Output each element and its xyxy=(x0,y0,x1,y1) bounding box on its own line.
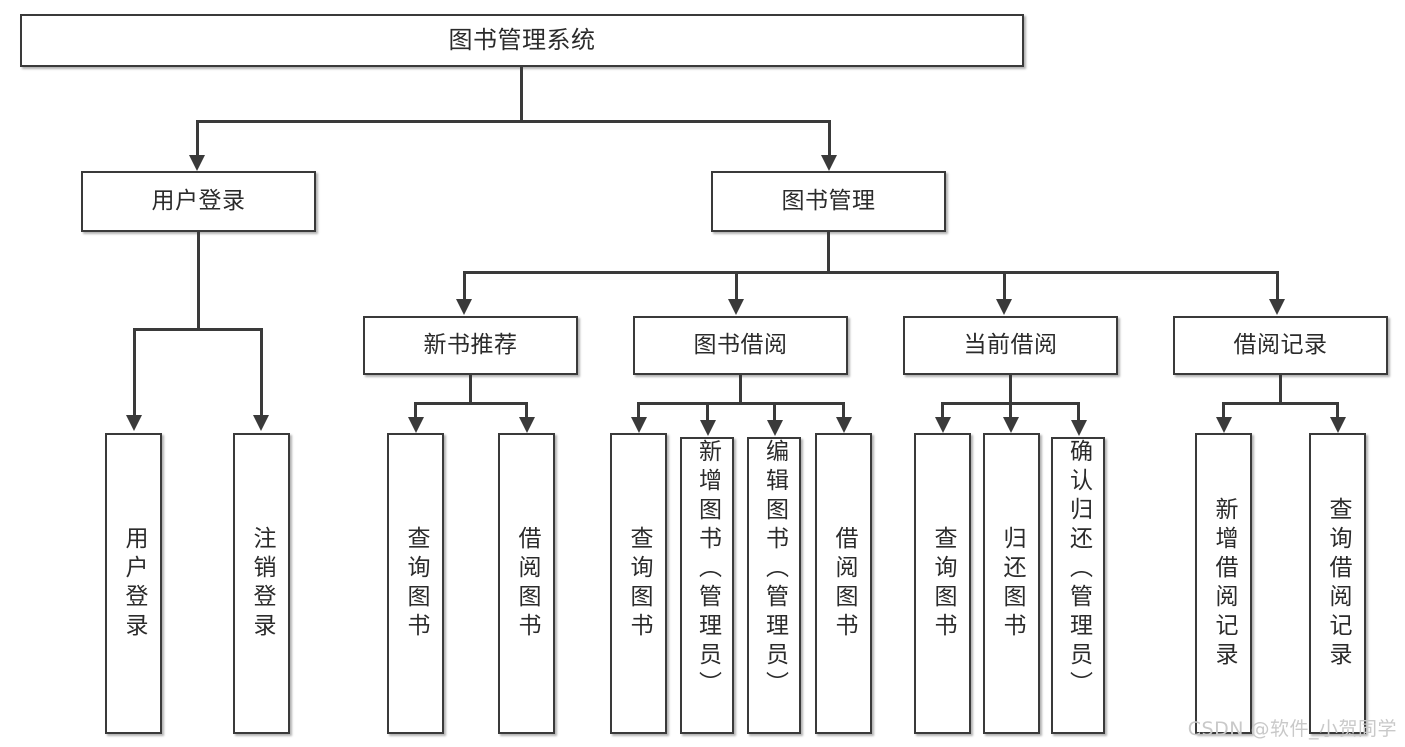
arrowhead-book-borrow xyxy=(728,299,744,315)
arrowhead-leaf-logout xyxy=(253,415,269,431)
node-leaf-edit-book[interactable]: 编辑图书（管理员） xyxy=(747,437,801,734)
arrowhead-query-record xyxy=(1330,417,1346,433)
arrowhead-user-login xyxy=(189,155,205,171)
node-book-borrow[interactable]: 图书借阅 xyxy=(633,316,848,375)
arrowhead-leaf-user-login xyxy=(126,415,142,431)
connector-drop-new-book-rec xyxy=(463,271,466,300)
connector-new-book-rec-stem xyxy=(469,375,472,404)
node-label: 查询图书 xyxy=(930,525,956,642)
node-user-login[interactable]: 用户登录 xyxy=(81,171,316,232)
connector-drop-query-book-2 xyxy=(637,402,640,418)
node-leaf-query-book-1[interactable]: 查询图书 xyxy=(387,433,444,734)
arrowhead-borrow-record xyxy=(1269,299,1285,315)
node-label: 归还图书 xyxy=(999,525,1025,642)
connector-new-book-rec-bus xyxy=(414,402,528,405)
node-label: 新增图书（管理员） xyxy=(694,439,721,700)
arrowhead-confirm-return xyxy=(1071,420,1087,436)
connector-drop-borrow-book-2 xyxy=(842,402,845,418)
node-label: 借阅记录 xyxy=(1233,331,1328,358)
connector-drop-query-book-1 xyxy=(414,402,417,418)
connector-drop-book-borrow xyxy=(735,271,738,300)
node-label: 用户登录 xyxy=(121,525,147,642)
connector-drop-current-borrow xyxy=(1003,271,1006,300)
node-leaf-borrow-book-1[interactable]: 借阅图书 xyxy=(498,433,555,734)
connector-level2-bus xyxy=(196,120,831,123)
connector-book-manage-stem xyxy=(827,232,830,273)
connector-book-borrow-stem xyxy=(739,375,742,404)
arrowhead-book-manage xyxy=(821,155,837,171)
connector-drop-leaf-logout xyxy=(260,328,263,416)
node-borrow-record[interactable]: 借阅记录 xyxy=(1173,316,1388,375)
node-leaf-return-book[interactable]: 归还图书 xyxy=(983,433,1040,734)
arrowhead-new-book-rec xyxy=(456,299,472,315)
connector-borrow-record-stem xyxy=(1279,375,1282,404)
node-label: 注销登录 xyxy=(249,525,275,642)
connector-drop-user-login xyxy=(196,120,199,156)
node-label: 图书管理系统 xyxy=(448,26,596,55)
connector-current-borrow-stem xyxy=(1009,375,1012,404)
node-label: 查询图书 xyxy=(626,525,652,642)
connector-drop-add-record xyxy=(1222,402,1225,418)
arrowhead-query-book-3 xyxy=(935,417,951,433)
node-current-borrow[interactable]: 当前借阅 xyxy=(903,316,1118,375)
node-leaf-confirm-return[interactable]: 确认归还（管理员） xyxy=(1051,437,1105,734)
connector-drop-add-book xyxy=(706,402,709,421)
arrowhead-borrow-book-2 xyxy=(836,417,852,433)
node-label: 编辑图书（管理员） xyxy=(761,439,788,700)
node-leaf-logout[interactable]: 注销登录 xyxy=(233,433,290,734)
connector-drop-book-manage xyxy=(828,120,831,156)
connector-drop-confirm-return xyxy=(1077,402,1080,421)
arrowhead-query-book-2 xyxy=(631,417,647,433)
node-label: 图书管理 xyxy=(781,187,876,214)
arrowhead-add-book xyxy=(700,420,716,436)
arrowhead-current-borrow xyxy=(996,299,1012,315)
node-leaf-user-login[interactable]: 用户登录 xyxy=(105,433,162,734)
node-new-book-recommend[interactable]: 新书推荐 xyxy=(363,316,578,375)
node-root-system[interactable]: 图书管理系统 xyxy=(20,14,1024,67)
connector-borrow-record-bus xyxy=(1222,402,1339,405)
node-leaf-add-book[interactable]: 新增图书（管理员） xyxy=(680,437,734,734)
connector-drop-leaf-user-login xyxy=(133,328,136,416)
node-label: 图书借阅 xyxy=(693,331,788,358)
connector-user-login-bus xyxy=(133,328,263,331)
connector-drop-return-book xyxy=(1009,402,1012,418)
node-book-manage[interactable]: 图书管理 xyxy=(711,171,946,232)
node-label: 新书推荐 xyxy=(423,331,518,358)
node-label: 借阅图书 xyxy=(831,525,857,642)
connector-drop-borrow-book-1 xyxy=(525,402,528,418)
node-label: 借阅图书 xyxy=(514,525,540,642)
node-label: 确认归还（管理员） xyxy=(1065,439,1092,700)
connector-book-borrow-bus xyxy=(637,402,845,405)
connector-drop-query-book-3 xyxy=(941,402,944,418)
connector-drop-edit-book xyxy=(773,402,776,421)
connector-drop-query-record xyxy=(1336,402,1339,418)
node-leaf-borrow-book-2[interactable]: 借阅图书 xyxy=(815,433,872,734)
node-label: 查询图书 xyxy=(403,525,429,642)
connector-drop-borrow-record xyxy=(1276,271,1279,300)
arrowhead-edit-book xyxy=(767,420,783,436)
arrowhead-query-book-1 xyxy=(408,417,424,433)
arrowhead-borrow-book-1 xyxy=(519,417,535,433)
node-label: 新增借阅记录 xyxy=(1211,496,1237,671)
node-leaf-query-book-3[interactable]: 查询图书 xyxy=(914,433,971,734)
connector-level3-bus xyxy=(463,271,1279,274)
node-leaf-query-book-2[interactable]: 查询图书 xyxy=(610,433,667,734)
connector-root-stem xyxy=(520,67,523,122)
node-leaf-add-record[interactable]: 新增借阅记录 xyxy=(1195,433,1252,734)
arrowhead-return-book xyxy=(1003,417,1019,433)
node-label: 当前借阅 xyxy=(963,331,1058,358)
arrowhead-add-record xyxy=(1216,417,1232,433)
connector-user-login-stem xyxy=(197,232,200,330)
node-leaf-query-record[interactable]: 查询借阅记录 xyxy=(1309,433,1366,734)
node-label: 用户登录 xyxy=(151,187,246,214)
node-label: 查询借阅记录 xyxy=(1325,496,1351,671)
